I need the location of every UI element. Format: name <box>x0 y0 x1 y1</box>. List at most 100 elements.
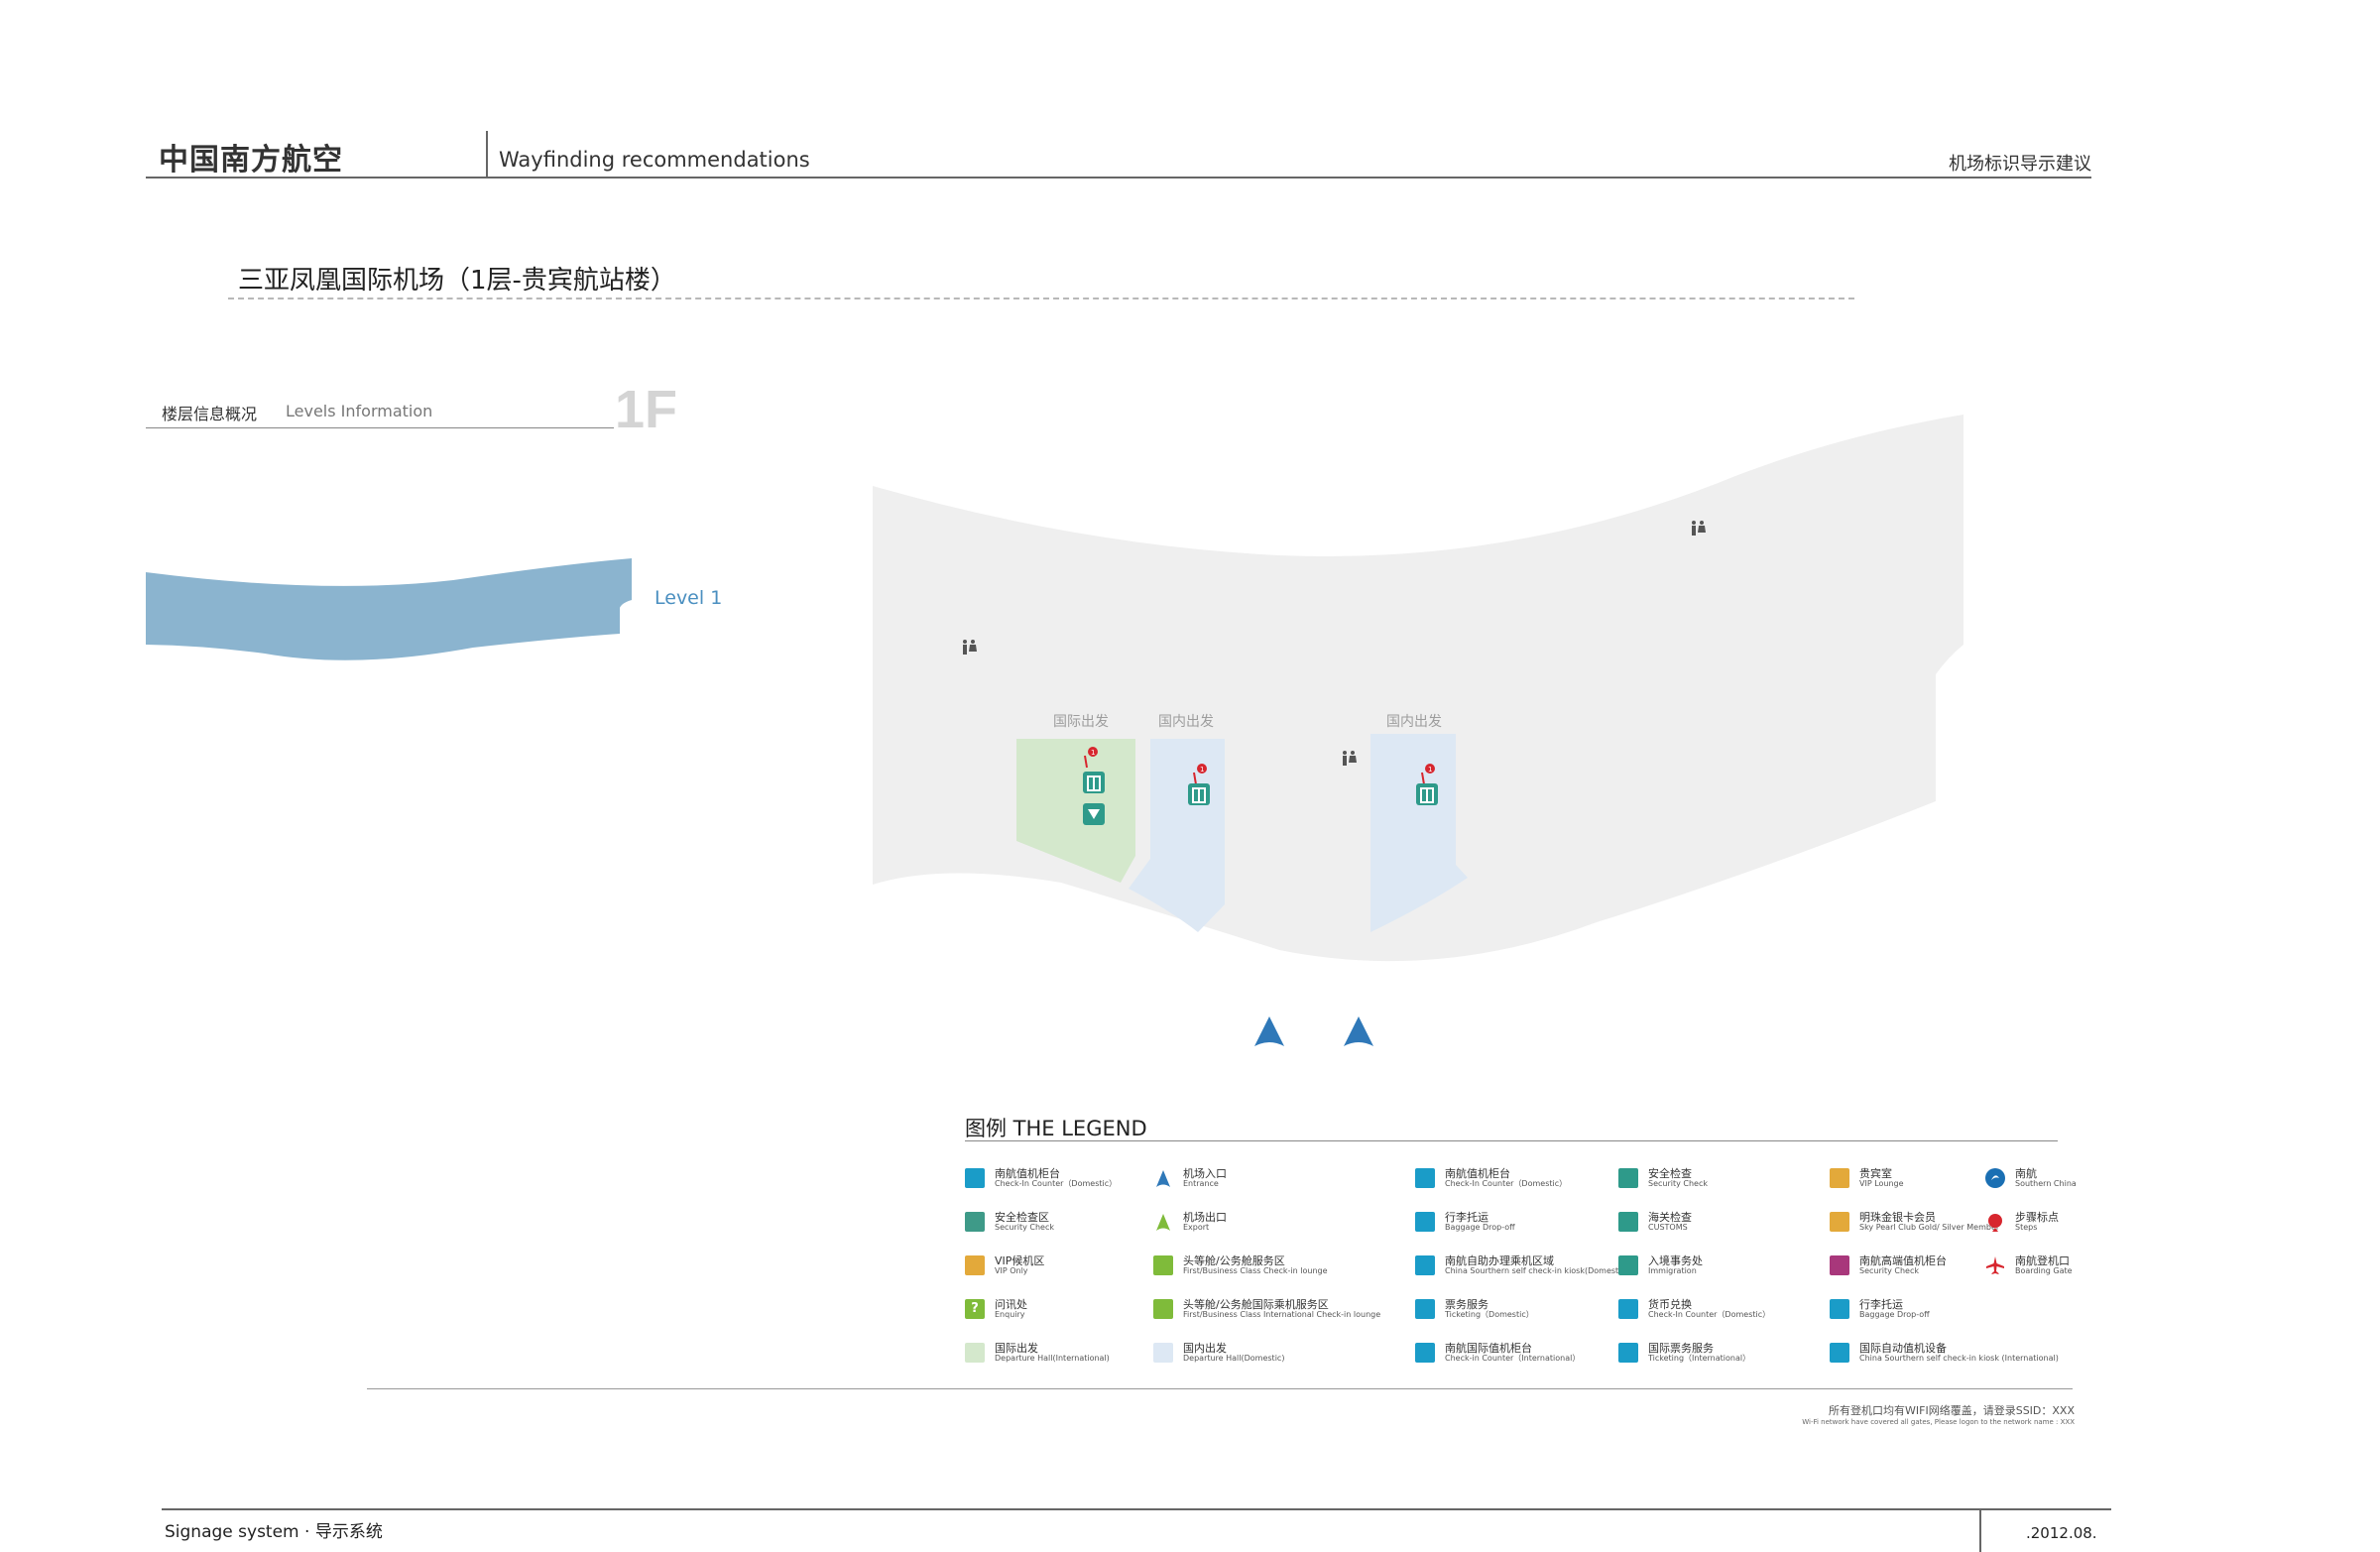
header-subtitle: Wayfinding recommendations <box>499 148 810 172</box>
levels-label-en: Levels Information <box>286 402 433 420</box>
info-badge-icon: 1 <box>1193 764 1207 785</box>
title-dashed-rule <box>228 298 1854 299</box>
legend-item-cn: 南航值机柜台 <box>1445 1167 1510 1180</box>
footer-divider <box>1979 1508 1981 1552</box>
legend-item-cn: 步骤标点 <box>2015 1211 2059 1224</box>
check-in-counter-icon <box>1416 783 1438 805</box>
levels-label-cn: 楼层信息概况 <box>162 405 258 423</box>
zone-square-icon <box>965 1343 985 1363</box>
legend-item-cn: 南航高端值机柜台 <box>1859 1254 1947 1267</box>
restroom-icon <box>963 640 977 655</box>
legend-item-cn: 入境事务处 <box>1648 1254 1703 1267</box>
footer-rule <box>162 1508 2111 1510</box>
legend-item-en: VIP Only <box>995 1266 1028 1275</box>
kiosk-intl-icon <box>1830 1343 1849 1363</box>
plane-icon <box>1985 1255 2005 1275</box>
legend-item-en: Enquiry <box>995 1310 1025 1319</box>
legend-rule <box>965 1140 2058 1141</box>
currency-icon <box>1618 1299 1638 1319</box>
legend-item-en: VIP Lounge <box>1859 1179 1904 1188</box>
legend-item-en: Steps <box>2015 1223 2038 1232</box>
legend-item-en: First/Business Class Check-in lounge <box>1183 1266 1328 1275</box>
legend-item-en: Southern China <box>2015 1179 2077 1188</box>
header-rule <box>146 177 2091 179</box>
counter-square-icon <box>965 1168 985 1188</box>
legend-item-en: Security Check <box>1648 1179 1709 1188</box>
legend-item-cn: 国际自动值机设备 <box>1859 1342 1947 1355</box>
zone-label-intl: 国际出发 <box>1053 714 1109 730</box>
legend-item-en: China Sourthern self check-in kiosk (Int… <box>1859 1354 2059 1363</box>
legend-item-cn: 头等舱/公务舱服务区 <box>1183 1254 1285 1267</box>
premium-counter-icon <box>1830 1255 1849 1275</box>
level-1-band[interactable] <box>146 550 638 669</box>
legend-item-cn: 海关检查 <box>1648 1211 1692 1224</box>
page-title: 三亚凤凰国际机场（1层-贵宾航站楼） <box>238 266 676 296</box>
legend-title: 图例 THE LEGEND <box>965 1117 1147 1140</box>
zone-intl-departure <box>1016 739 1135 883</box>
legend-item-cn: 国际票务服务 <box>1648 1342 1714 1355</box>
brand-title: 中国南方航空 <box>159 143 343 178</box>
zone-square-icon <box>1153 1343 1173 1363</box>
legend-item-en: Ticketing（International） <box>1648 1354 1751 1363</box>
svg-text:1: 1 <box>1091 749 1095 757</box>
svg-text:1: 1 <box>1428 766 1432 774</box>
wifi-notice-en: Wi-Fi network have covered all gates, Pl… <box>1802 1418 2075 1426</box>
level-1-label[interactable]: Level 1 <box>654 587 723 609</box>
legend-item-cn: 票务服务 <box>1445 1298 1488 1311</box>
legend-item-cn: 南航自助办理乘机区域 <box>1445 1254 1554 1267</box>
exit-arrow-icon <box>1153 1212 1173 1232</box>
legend-item-cn: 南航登机口 <box>2015 1254 2070 1267</box>
legend-bottom-rule <box>367 1388 2073 1389</box>
legend-item-cn: 国内出发 <box>1183 1342 1227 1355</box>
legend-item-en: China Sourthern self check-in kiosk(Dome… <box>1445 1266 1628 1275</box>
customs-icon <box>1618 1212 1638 1232</box>
legend-item-en: Boarding Gate <box>2015 1266 2073 1275</box>
zone-domestic-departure-2 <box>1370 734 1468 932</box>
levels-rule <box>146 427 614 428</box>
legend-item-cn: 机场出口 <box>1183 1211 1227 1224</box>
baggage-icon <box>1830 1299 1849 1319</box>
info-badge-icon: 1 <box>1084 747 1098 769</box>
legend-item-cn: 明珠金银卡会员 <box>1859 1211 1936 1224</box>
vip-lounge-icon <box>1830 1168 1849 1188</box>
counter-intl-icon <box>1415 1343 1435 1363</box>
legend-item-en: Departure Hall(Domestic) <box>1183 1354 1285 1363</box>
legend-item-en: Check-in Counter（International） <box>1445 1354 1581 1363</box>
legend-item-cn: 机场入口 <box>1183 1167 1227 1180</box>
footer-left: Signage system · 导示系统 <box>165 1522 383 1542</box>
legend-item-en: Check-In Counter（Domestic） <box>995 1179 1118 1188</box>
legend-item-cn: 贵宾室 <box>1859 1167 1892 1180</box>
legend-item-en: Sky Pearl Club Gold/ Silver Member <box>1859 1223 2000 1232</box>
member-icon <box>1830 1212 1849 1232</box>
header-divider <box>486 131 488 179</box>
info-badge-icon: 1 <box>1421 764 1435 785</box>
first-class-icon <box>1153 1255 1173 1275</box>
legend-item-en: Entrance <box>1183 1179 1219 1188</box>
legend-item-cn: 国际出发 <box>995 1342 1038 1355</box>
vip-square-icon <box>965 1255 985 1275</box>
kiosk-icon <box>1415 1255 1435 1275</box>
